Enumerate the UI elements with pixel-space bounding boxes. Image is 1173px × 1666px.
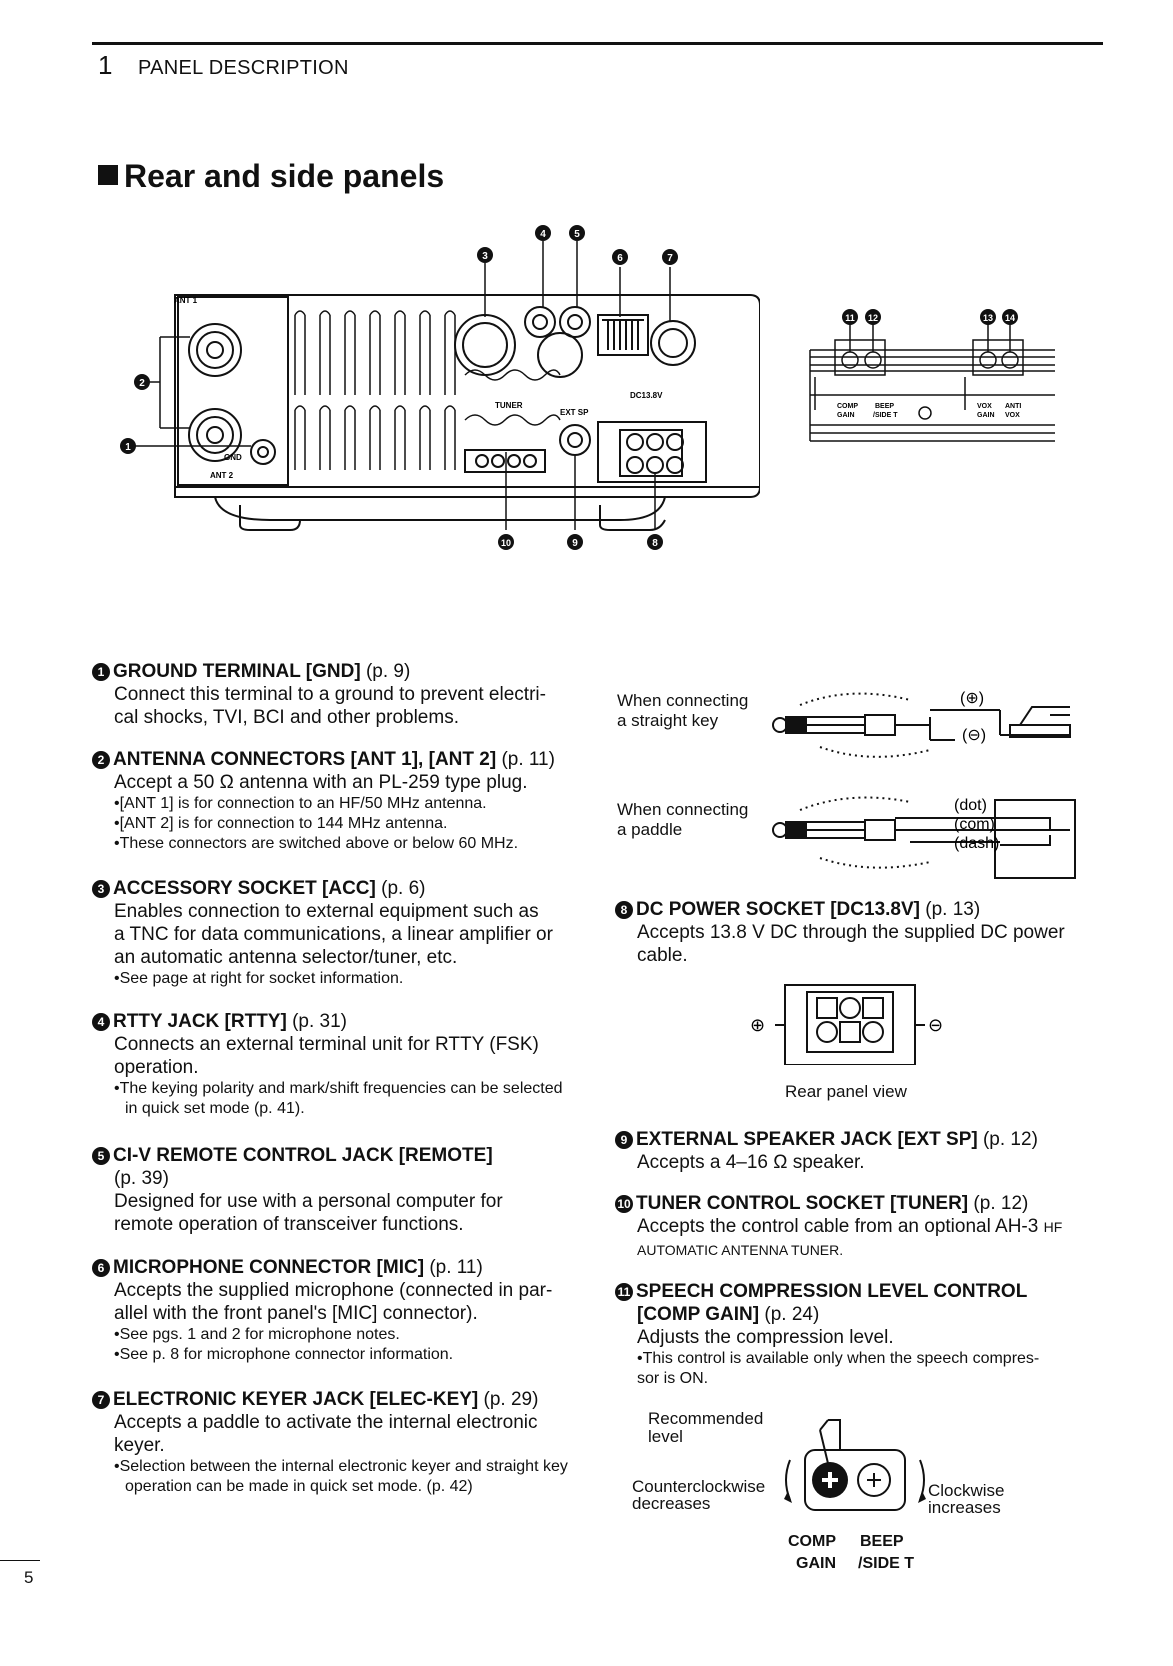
marker-10: 10 — [498, 534, 514, 550]
square-bullet-icon — [98, 165, 118, 185]
svg-text:7: 7 — [667, 253, 673, 264]
marker-11: 11 — [842, 309, 858, 325]
marker-1: 1 — [120, 438, 136, 454]
tuner-label: TUNER — [495, 401, 523, 410]
side-vox-label: VOX — [977, 403, 992, 410]
ccw-label: Counterclockwise decreases — [632, 1477, 766, 1513]
svg-text:2: 2 — [139, 378, 145, 389]
recommended-label: Recommended level — [648, 1409, 764, 1446]
cw-label: Clockwise increases — [928, 1481, 1005, 1517]
marker-9: 9 — [567, 534, 583, 550]
comp-gain-label: COMP GAIN — [788, 1533, 836, 1572]
side-comp-label: COMP — [837, 403, 858, 410]
chapter-number: 1 — [98, 50, 113, 80]
dc-minus-label: ⊖ — [928, 1015, 943, 1035]
marker-2: 2 — [134, 374, 150, 390]
svg-text:14: 14 — [1005, 313, 1015, 323]
straight-key-caption: When connecting a straight key — [617, 691, 749, 730]
marker-14: 14 — [1002, 309, 1018, 325]
header-rule — [92, 42, 1103, 45]
item-1-number: 1 — [92, 663, 110, 681]
section-title: Rear and side panels — [98, 158, 444, 195]
rear-panel-diagram: ANT 1 ANT 2 GND TUNER EXT SP DC13.8V 3 4… — [120, 225, 760, 550]
svg-text:13: 13 — [983, 313, 993, 323]
dc-label: DC13.8V — [630, 391, 663, 400]
dc-socket-figure: ⊕ ⊖ — [750, 984, 943, 1065]
comp-gain-knob-figure — [784, 1419, 926, 1511]
dc-caption: Rear panel view — [785, 1082, 907, 1101]
chapter-title: PANEL DESCRIPTION — [138, 57, 349, 79]
dash-label: (dash) — [954, 835, 999, 852]
marker-4: 4 — [535, 225, 551, 241]
svg-text:12: 12 — [868, 313, 878, 323]
side-beep-label: BEEP — [875, 403, 894, 410]
beep-sidet-label: BEEP /SIDE T — [858, 1533, 915, 1572]
side-gain-label: GAIN — [837, 412, 855, 419]
dc-plus-label: ⊕ — [750, 1015, 765, 1035]
gnd-label: GND — [224, 453, 242, 462]
svg-text:11: 11 — [845, 313, 855, 323]
plus-label: (⊕) — [960, 690, 984, 707]
svg-text:4: 4 — [540, 229, 546, 240]
rear-markers: 3 4 5 6 7 2 1 10 9 8 — [120, 225, 678, 550]
marker-7: 7 — [662, 249, 678, 265]
svg-text:1: 1 — [125, 442, 131, 453]
marker-3: 3 — [477, 247, 493, 263]
marker-13: 13 — [980, 309, 996, 325]
ext-sp-label: EXT SP — [560, 408, 589, 417]
svg-text:10: 10 — [501, 538, 511, 548]
side-panel-diagram: 11 12 13 14 COMP GAIN BEEP /SIDE T VOX G… — [809, 309, 1055, 442]
svg-text:8: 8 — [652, 538, 658, 549]
paddle-figure: (dot) (com) (dash) — [772, 796, 1076, 879]
paddle-caption: When connecting a paddle — [617, 800, 749, 839]
svg-text:6: 6 — [617, 253, 623, 264]
marker-12: 12 — [865, 309, 881, 325]
straight-key-figure: (⊕) (⊖) — [772, 690, 1071, 758]
svg-text:5: 5 — [574, 229, 580, 240]
minus-label: (⊖) — [962, 727, 986, 744]
marker-8: 8 — [647, 534, 663, 550]
marker-6: 6 — [612, 249, 628, 265]
svg-text:3: 3 — [482, 251, 488, 262]
ant2-label: ANT 2 — [210, 471, 234, 480]
com-label: (com) — [954, 816, 995, 833]
svg-text:9: 9 — [572, 538, 578, 549]
side-sidet-label: /SIDE T — [873, 412, 898, 419]
side-antivox-label: VOX — [1005, 412, 1020, 419]
dot-label: (dot) — [954, 797, 987, 814]
side-anti-label: ANTI — [1005, 403, 1021, 410]
beep-knob-icon — [857, 1463, 891, 1497]
page-number: 5 — [24, 1568, 34, 1587]
ant1-label: ANT 1 — [174, 296, 198, 305]
page-number-rule — [0, 1560, 40, 1561]
side-voxgain-label: GAIN — [977, 412, 995, 419]
marker-5: 5 — [569, 225, 585, 241]
